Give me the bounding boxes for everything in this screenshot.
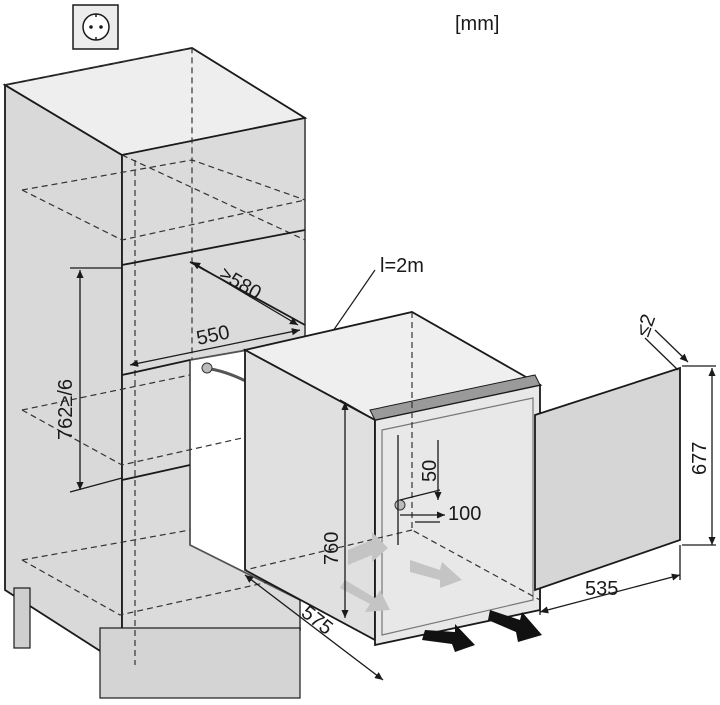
- cabinet-foot-left: [13, 587, 31, 649]
- furniture-door-panel: [534, 366, 681, 592]
- appliance-front-frame: [381, 397, 534, 636]
- door-gap-label: ≤2: [632, 311, 660, 339]
- tall-cabinet: [2, 47, 308, 699]
- dimension-lines: [69, 261, 716, 681]
- airflow-arrow-dark-out: [488, 610, 542, 642]
- cable-length-label: l=2m: [380, 255, 424, 277]
- airflow-arrow-in-1: [348, 532, 388, 565]
- door-height-label: 677: [689, 442, 711, 475]
- niche-height-label: 762≥/6: [55, 379, 77, 440]
- cabinet-side-panel: [4, 83, 123, 667]
- door-width-label: 535: [585, 578, 618, 600]
- cabinet-plinth: [99, 627, 301, 699]
- cable-plug: [201, 362, 213, 374]
- appliance-height-label: 760: [321, 532, 343, 565]
- appliance-handle-bar: [369, 374, 541, 421]
- cable-entry-point: [394, 499, 406, 511]
- power-socket-icon: [72, 4, 119, 50]
- airflow-arrow-dark-in: [422, 624, 475, 652]
- units-label: [mm]: [455, 13, 499, 35]
- clearance-top-label: 50: [419, 460, 441, 482]
- airflow-arrow-out-1: [410, 560, 462, 588]
- clearance-side-label: 100: [448, 503, 481, 525]
